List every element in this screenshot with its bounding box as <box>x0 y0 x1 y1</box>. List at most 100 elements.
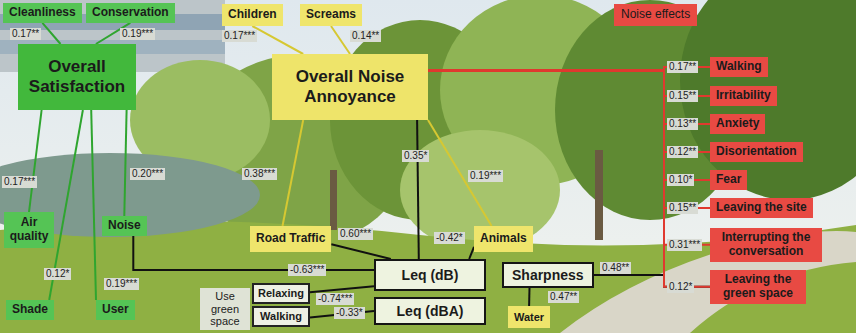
node-text: Overall Noise Annoyance <box>276 67 424 106</box>
activity-box: Walking <box>252 306 310 327</box>
node-text: User <box>102 303 129 317</box>
node-text: Water <box>514 311 544 324</box>
node-text: Interrupting the conversation <box>716 231 816 259</box>
coefficient-label: 0.12* <box>667 281 694 293</box>
node-text: Children <box>228 8 277 22</box>
coefficient-label: 0.48** <box>600 262 631 274</box>
coefficient-label: 0.12* <box>44 268 71 280</box>
main-box: Overall Noise Annoyance <box>272 54 428 120</box>
coefficient-label: 0.14** <box>350 30 381 42</box>
effect-box: Leaving the green space <box>710 270 806 304</box>
node-text: Walking <box>716 60 762 74</box>
node-text: Sharpness <box>512 267 584 283</box>
node-text: Air quality <box>10 216 49 244</box>
connector <box>283 120 304 226</box>
factor-box: Cleanliness <box>3 3 82 23</box>
node-text: Noise effects <box>621 8 690 22</box>
connector <box>428 71 710 287</box>
source-box: Animals <box>474 226 533 252</box>
coefficient-label: 0.35* <box>402 150 429 162</box>
node-text: Animals <box>480 232 527 246</box>
connector <box>91 110 96 300</box>
effect-box: Interrupting the conversation <box>710 228 822 262</box>
node-text: Irritability <box>716 89 771 103</box>
connector <box>252 26 303 54</box>
measure-box: Sharpness <box>502 262 594 288</box>
coefficient-label: 0.19*** <box>468 170 503 182</box>
source-box: Road Traffic <box>250 226 331 252</box>
node-text: Conservation <box>92 6 169 20</box>
factor-box: Air quality <box>4 212 54 248</box>
coefficient-label: -0.63*** <box>288 264 326 276</box>
coefficient-label: 0.47** <box>548 291 579 303</box>
coefficient-label: 0.12** <box>667 146 698 158</box>
node-text: Road Traffic <box>256 232 325 246</box>
effect-box: Anxiety <box>710 114 765 134</box>
coefficient-label: -0.74*** <box>316 293 354 305</box>
factor-box: Noise <box>102 216 147 236</box>
effect-box: Irritability <box>710 86 777 106</box>
effect-box: Disorientation <box>710 142 803 162</box>
effects-header: Noise effects <box>614 4 697 26</box>
coefficient-label: 0.17** <box>667 61 698 73</box>
group-box: Use green space <box>200 288 250 330</box>
node-text: Disorientation <box>716 145 797 159</box>
coefficient-label: 0.15** <box>667 202 698 214</box>
coefficient-label: 0.19*** <box>104 278 139 290</box>
node-text: Walking <box>260 310 302 323</box>
connector <box>428 71 710 208</box>
connector <box>417 120 419 259</box>
node-text: Screams <box>306 8 356 22</box>
coefficient-label: 0.17** <box>10 28 41 40</box>
connector <box>42 23 60 44</box>
connector <box>310 286 374 292</box>
measure-box: Leq (dB) <box>374 259 486 291</box>
coefficient-label: 0.17*** <box>2 176 37 188</box>
connector <box>428 71 710 245</box>
source-box: Screams <box>300 4 362 26</box>
coefficient-label: 0.60*** <box>338 228 373 240</box>
measure-box: Leq (dBA) <box>374 297 486 325</box>
coefficient-label: 0.13** <box>667 118 698 130</box>
node-text: Leaving the site <box>716 201 807 215</box>
node-text: Leq (dB) <box>402 267 459 283</box>
node-text: Leaving the green space <box>716 273 800 301</box>
coefficient-label: -0.42* <box>434 232 465 244</box>
node-text: Relaxing <box>258 287 304 300</box>
node-text: Overall Satisfaction <box>22 57 132 96</box>
connector <box>331 26 350 54</box>
source-box: Water <box>508 306 550 328</box>
effect-box: Fear <box>710 170 747 190</box>
connector <box>428 71 710 180</box>
connector <box>428 71 710 124</box>
coefficient-label: 0.20*** <box>130 168 165 180</box>
main-box: Overall Satisfaction <box>18 44 136 110</box>
node-text: Fear <box>716 173 741 187</box>
coefficient-label: -0.33* <box>334 307 365 319</box>
coefficient-label: 0.19*** <box>120 28 155 40</box>
factor-box: User <box>96 300 135 320</box>
factor-box: Conservation <box>86 3 175 23</box>
activity-box: Relaxing <box>252 283 310 304</box>
node-text: Noise <box>108 219 141 233</box>
node-text: Shade <box>12 303 48 317</box>
connector <box>331 244 390 259</box>
coefficient-label: 0.38*** <box>242 168 277 180</box>
connector <box>428 71 710 152</box>
coefficient-label: 0.10* <box>667 174 694 186</box>
source-box: Children <box>222 4 283 26</box>
connector <box>124 110 126 216</box>
node-text: Cleanliness <box>9 6 76 20</box>
effect-box: Walking <box>710 57 768 77</box>
connector <box>29 110 42 212</box>
connector <box>528 288 530 306</box>
coefficient-label: 0.15** <box>667 90 698 102</box>
node-text: Anxiety <box>716 117 759 131</box>
node-text: Leq (dBA) <box>397 303 464 319</box>
coefficient-label: 0.31*** <box>667 239 702 251</box>
factor-box: Shade <box>6 300 54 320</box>
node-text: Use green space <box>202 290 248 328</box>
effect-box: Leaving the site <box>710 198 813 218</box>
coefficient-label: 0.17*** <box>222 30 257 42</box>
